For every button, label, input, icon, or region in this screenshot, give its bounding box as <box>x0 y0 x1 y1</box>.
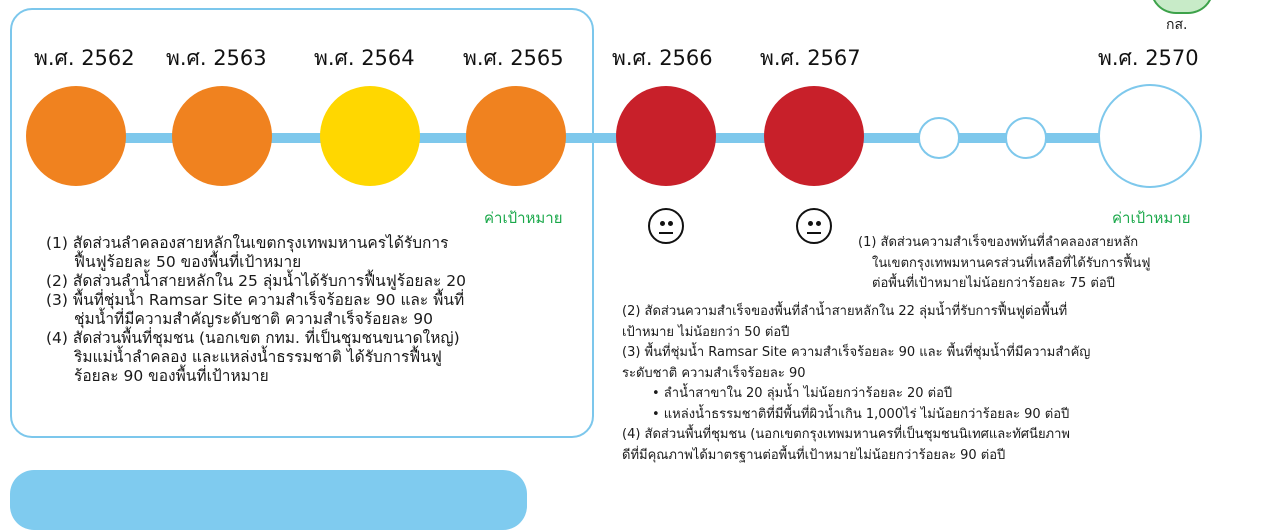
logo-label: กส. <box>1166 17 1188 33</box>
year-2570: พ.ศ. 2570 <box>1098 46 1199 70</box>
milestone-circle-2563 <box>172 86 272 186</box>
year-2567: พ.ศ. 2567 <box>760 46 861 70</box>
year-2565: พ.ศ. 2565 <box>463 46 564 70</box>
right-target-items-rest: (2) สัดส่วนความสำเร็จของพื้นที่ลำน้ำสายห… <box>622 304 1091 463</box>
milestone-circle-2570 <box>1098 84 1202 188</box>
agency-logo <box>1150 0 1214 14</box>
right-target-label: ค่าเป้าหมาย <box>1112 209 1191 227</box>
neutral-face-icon <box>796 208 832 244</box>
milestone-circle-2564 <box>320 86 420 186</box>
left-item-2: (2) สัดส่วนลำน้ำสายหลักใน 25 ลุ่มน้ำได้ร… <box>46 272 466 290</box>
milestone-circle-2565 <box>466 86 566 186</box>
timeline-bar <box>30 133 1190 143</box>
left-target-list: (1) สัดส่วนลำคลองสายหลักในเขตกรุงเทพมหาน… <box>46 234 586 386</box>
left-item-4: (4) สัดส่วนพื้นที่ชุมชน (นอกเขต กทม. ที่… <box>46 329 460 385</box>
milestone-circle-2568 <box>918 117 960 159</box>
milestone-circle-2569 <box>1005 117 1047 159</box>
milestone-circle-2562 <box>26 86 126 186</box>
left-target-label: ค่าเป้าหมาย <box>484 209 563 227</box>
left-item-3: (3) พื้นที่ชุ่มน้ำ Ramsar Site ความสำเร็… <box>46 291 465 328</box>
neutral-face-icon <box>648 208 684 244</box>
milestone-circle-2567 <box>764 86 864 186</box>
year-2564: พ.ศ. 2564 <box>314 46 415 70</box>
year-2563: พ.ศ. 2563 <box>166 46 267 70</box>
milestone-circle-2566 <box>616 86 716 186</box>
achieved-period-panel <box>10 8 594 438</box>
year-2562: พ.ศ. 2562 <box>34 46 135 70</box>
right-target-item-1: (1) สัดส่วนความสำเร็จของพท้นที่ลำคลองสาย… <box>858 235 1151 291</box>
next-section-panel <box>10 470 527 530</box>
left-item-1: (1) สัดส่วนลำคลองสายหลักในเขตกรุงเทพมหาน… <box>46 234 449 271</box>
year-2566: พ.ศ. 2566 <box>612 46 713 70</box>
